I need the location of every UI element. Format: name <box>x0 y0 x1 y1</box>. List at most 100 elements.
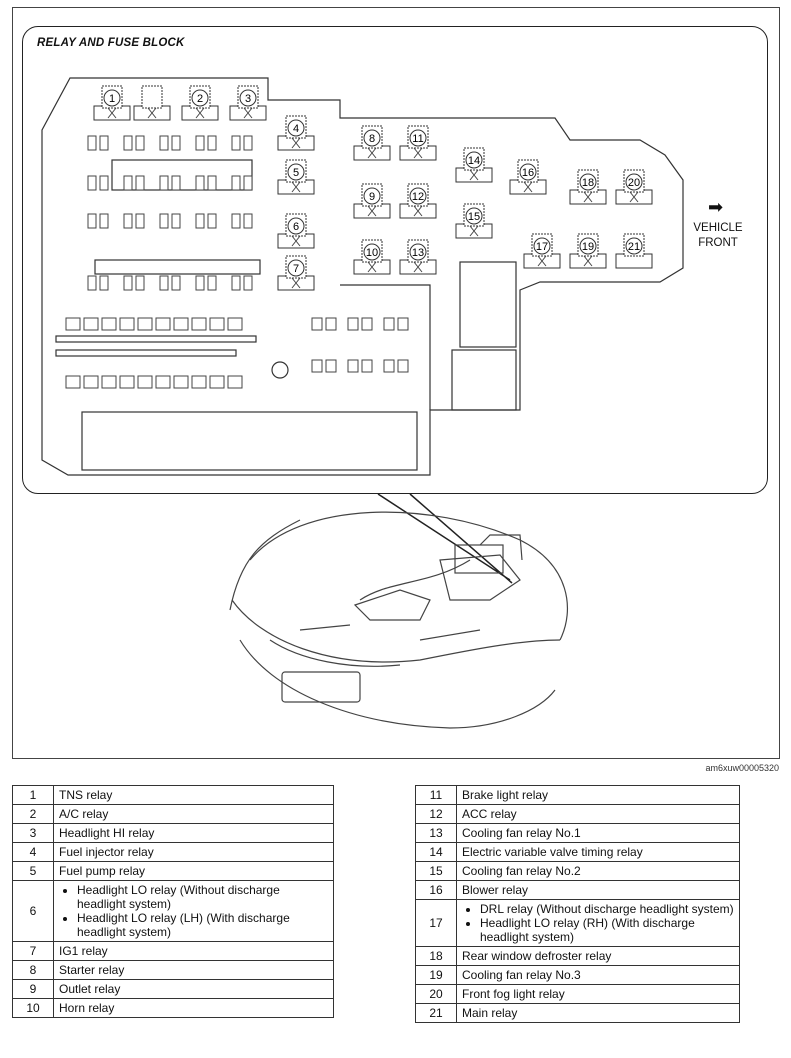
fuse-slot <box>347 359 359 373</box>
fuse-slot <box>243 175 253 191</box>
legend-number: 10 <box>12 998 54 1018</box>
legend-description: Front fog light relay <box>456 984 740 1004</box>
fuse-slot <box>325 317 337 331</box>
legend-description: Fuel injector relay <box>53 842 334 862</box>
relay-number-label: 15 <box>468 211 480 223</box>
relay-3: 3 <box>229 85 267 121</box>
relay-block-callout <box>22 26 768 494</box>
lower-compartment <box>81 411 418 471</box>
fuse-slot <box>99 213 109 229</box>
relay-unlabeled <box>133 85 171 121</box>
relay-number-label: 14 <box>468 155 480 167</box>
relay-number-label: 8 <box>369 133 375 145</box>
fuse-slot <box>227 317 243 331</box>
fuse-slot <box>87 275 97 291</box>
fuse-slot <box>123 175 133 191</box>
fuse-slot <box>227 375 243 389</box>
legend-description: Cooling fan relay No.3 <box>456 965 740 985</box>
fuse-slot <box>191 375 207 389</box>
legend-number: 2 <box>12 804 54 824</box>
legend-number: 3 <box>12 823 54 843</box>
relay-number-label: 20 <box>628 177 640 189</box>
legend-description: Outlet relay <box>53 979 334 999</box>
relay-number-label: 18 <box>582 177 594 189</box>
fuse-slot <box>87 135 97 151</box>
fuse-slot <box>243 213 253 229</box>
legend-description: Headlight HI relay <box>53 823 334 843</box>
fuse-slot <box>397 317 409 331</box>
legend-bullet: DRL relay (Without discharge headlight s… <box>480 902 734 916</box>
fuse-strip-lower <box>55 349 237 357</box>
fuse-slot <box>195 275 205 291</box>
fuse-block-outline <box>41 77 684 476</box>
relay-10: 10 <box>353 239 391 275</box>
relay-number-label: 5 <box>293 167 299 179</box>
relay-number-label: 4 <box>293 123 299 135</box>
grommet <box>271 361 289 379</box>
legend-number: 1 <box>12 785 54 805</box>
legend-number: 16 <box>415 880 457 900</box>
fuse-slot <box>231 213 241 229</box>
relay-9: 9 <box>353 183 391 219</box>
direction-label-line2: FRONT <box>698 237 738 249</box>
diagram-title: RELAY AND FUSE BLOCK <box>37 37 185 49</box>
relay-16: 16 <box>509 159 547 195</box>
relay-11: 11 <box>399 125 437 161</box>
fuse-slot <box>207 135 217 151</box>
fuse-slot <box>99 135 109 151</box>
fuse-slot <box>361 359 373 373</box>
fuse-slot <box>159 135 169 151</box>
legend-number: 20 <box>415 984 457 1004</box>
fuse-slot <box>99 275 109 291</box>
relay-number-label: 10 <box>366 247 378 259</box>
relay-number-label: 13 <box>412 247 424 259</box>
fuse-slot <box>65 317 81 331</box>
legend-description: Blower relay <box>456 880 740 900</box>
right-module-lower <box>451 349 517 411</box>
legend-description: Cooling fan relay No.1 <box>456 823 740 843</box>
legend-number: 6 <box>12 880 54 942</box>
relay-number-label: 7 <box>293 263 299 275</box>
relay-2: 2 <box>181 85 219 121</box>
relay-number-label: 21 <box>628 241 640 253</box>
fuse-slot <box>123 213 133 229</box>
callout-leader-line <box>377 493 513 584</box>
legend-description: Electric variable valve timing relay <box>456 842 740 862</box>
fuse-slot <box>135 275 145 291</box>
relay-19: 19 <box>569 233 607 269</box>
fuse-slot <box>171 135 181 151</box>
image-code: am6xuw00005320 <box>705 763 779 773</box>
relay-number-label: 2 <box>197 93 203 105</box>
fuse-slot <box>159 213 169 229</box>
legend-number: 11 <box>415 785 457 805</box>
relay-4: 4 <box>277 115 315 151</box>
legend-description: Cooling fan relay No.2 <box>456 861 740 881</box>
relay-number-label: 1 <box>109 93 115 105</box>
fuse-slot <box>65 375 81 389</box>
legend-number: 8 <box>12 960 54 980</box>
legend-description: TNS relay <box>53 785 334 805</box>
fuse-slot <box>155 375 171 389</box>
legend-number: 15 <box>415 861 457 881</box>
relay-5: 5 <box>277 159 315 195</box>
internal-bus-lower <box>94 259 261 275</box>
fuse-slot <box>135 175 145 191</box>
fuse-slot <box>207 275 217 291</box>
relay-7: 7 <box>277 255 315 291</box>
vehicle-front-illustration <box>229 511 569 729</box>
fuse-slot <box>195 213 205 229</box>
legend-bullet: Headlight LO relay (LH) (With discharge … <box>77 911 328 939</box>
arrow-right-icon: ➡ <box>708 197 724 217</box>
fuse-slot <box>173 317 189 331</box>
